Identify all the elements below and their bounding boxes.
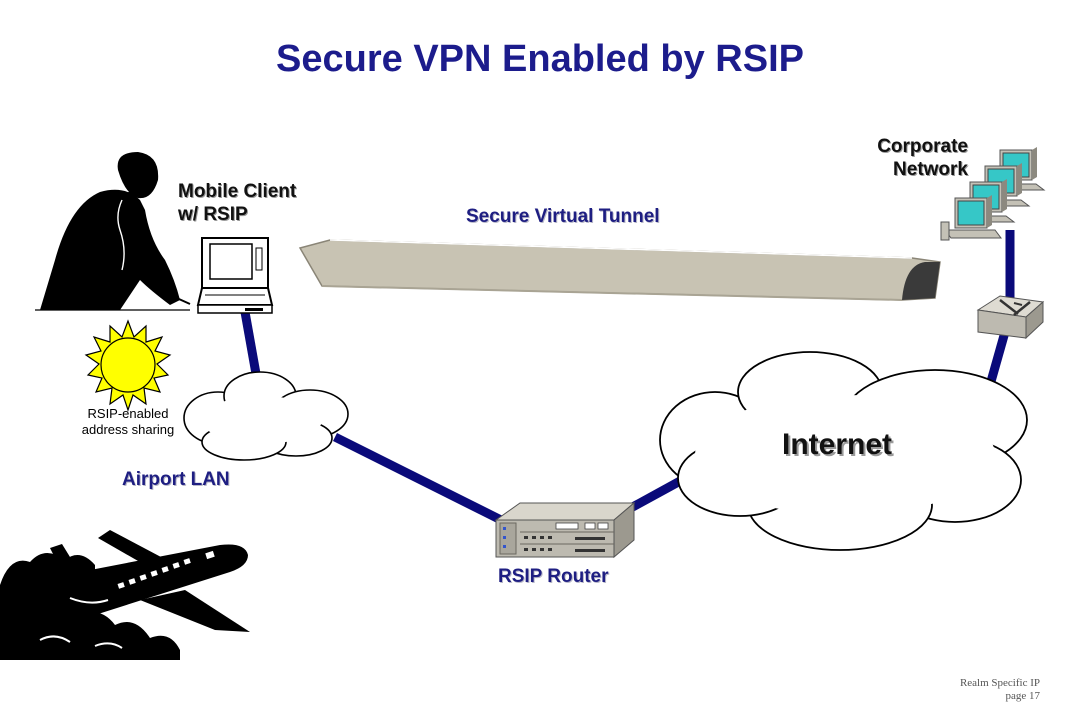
- laptop-icon: [196, 237, 274, 314]
- footer-page-number: page 17: [1005, 690, 1040, 702]
- switch-icon: [976, 295, 1045, 340]
- workstation-icon: [940, 147, 1046, 241]
- sun-caption: RSIP-enabled address sharing: [70, 406, 186, 438]
- secure-tunnel-icon: [298, 239, 941, 301]
- internet-label: Internet: [782, 428, 893, 461]
- internet-cloud-icon: [659, 351, 1028, 551]
- corporate-network-label-line1: Corporate: [877, 136, 968, 157]
- mobile-client-label: Mobile Client w/ RSIP: [178, 180, 296, 226]
- footer-line1: Realm Specific IP: [959, 677, 1040, 689]
- corporate-network-label-line2: Network: [893, 159, 968, 180]
- airport-lan-label: Airport LAN: [122, 469, 230, 490]
- slide-footer: Realm Specific IP page 17: [900, 677, 1040, 703]
- airplane-icon: [0, 530, 250, 660]
- link-airport-lan-to-router: [332, 432, 508, 527]
- person-on-phone-icon: [35, 152, 191, 311]
- secure-tunnel-label: Secure Virtual Tunnel: [466, 206, 660, 227]
- sun-caption-line1: RSIP-enabled: [87, 406, 169, 421]
- sun-icon: [84, 319, 172, 412]
- mobile-client-label-line1: Mobile Client: [178, 181, 297, 202]
- mobile-client-label-line2: w/ RSIP: [178, 204, 248, 225]
- router-icon: [494, 501, 636, 559]
- link-internet-to-switch: [985, 330, 1010, 387]
- rsip-router-label: RSIP Router: [498, 566, 609, 587]
- corporate-network-label: Corporate Network: [862, 135, 968, 181]
- airport-lan-cloud-icon: [183, 371, 349, 461]
- slide-title: Secure VPN Enabled by RSIP: [276, 38, 804, 80]
- sun-caption-line2: address sharing: [81, 422, 175, 437]
